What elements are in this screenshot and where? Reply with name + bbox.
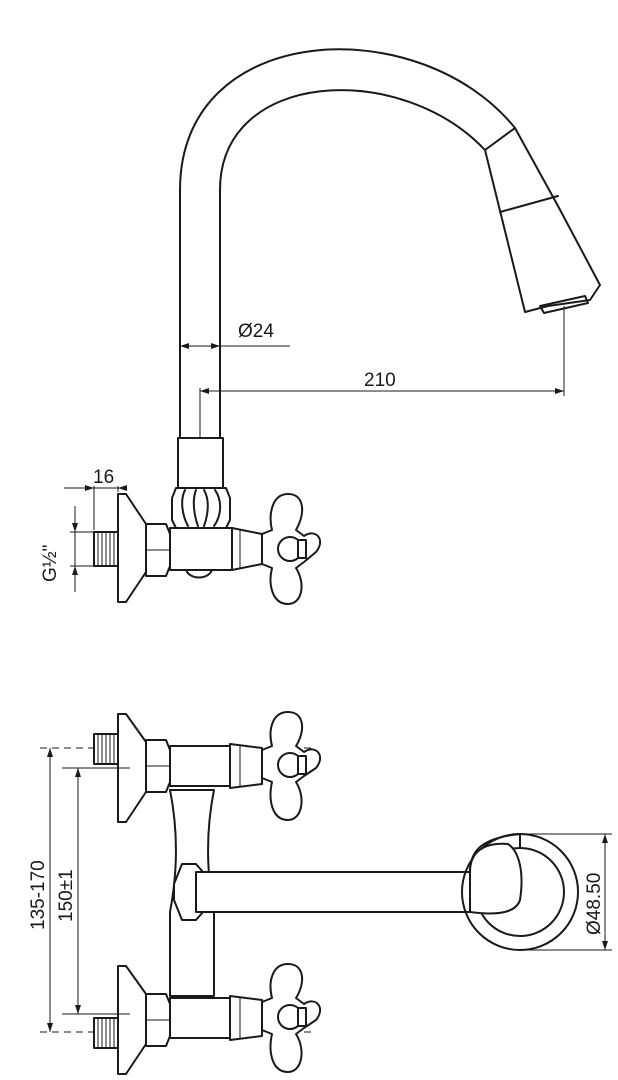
swivel-nut-detail [181,489,222,527]
spray-head-band [499,195,559,213]
upper-valve [93,711,322,823]
side-view [93,48,601,605]
dim-flange-diameter: Ø48.50 [584,873,605,935]
dim-thread: G½" [40,545,61,582]
handle-cap-screw [297,539,307,559]
valve-bottom-arc [185,569,213,579]
spray-head [484,127,601,313]
thread-lines [97,532,115,566]
dim-hose-diameter: Ø24 [238,321,274,342]
dim-spacing-range: 135-170 [28,860,49,930]
flexible-hose-inner [219,89,486,439]
front-view [40,711,579,1075]
swivel-nut [171,487,231,529]
front-view-dimensions: 135-170 150±1 Ø48.50 [28,748,612,1032]
valve-bonnet [231,527,263,571]
spray-head-nozzle [539,295,589,314]
lower-valve [93,963,322,1075]
side-view-dimensions: Ø24 210 16 G½" [40,306,565,592]
spout-end [469,842,523,915]
wall-flange [117,493,147,603]
flexible-hose-outer [179,48,516,439]
dim-connector-length: 16 [93,467,114,488]
dim-spacing-nominal: 150±1 [56,869,77,922]
dim-reach: 210 [364,370,396,391]
hose-sleeve [177,437,224,489]
valve-body [169,527,233,571]
